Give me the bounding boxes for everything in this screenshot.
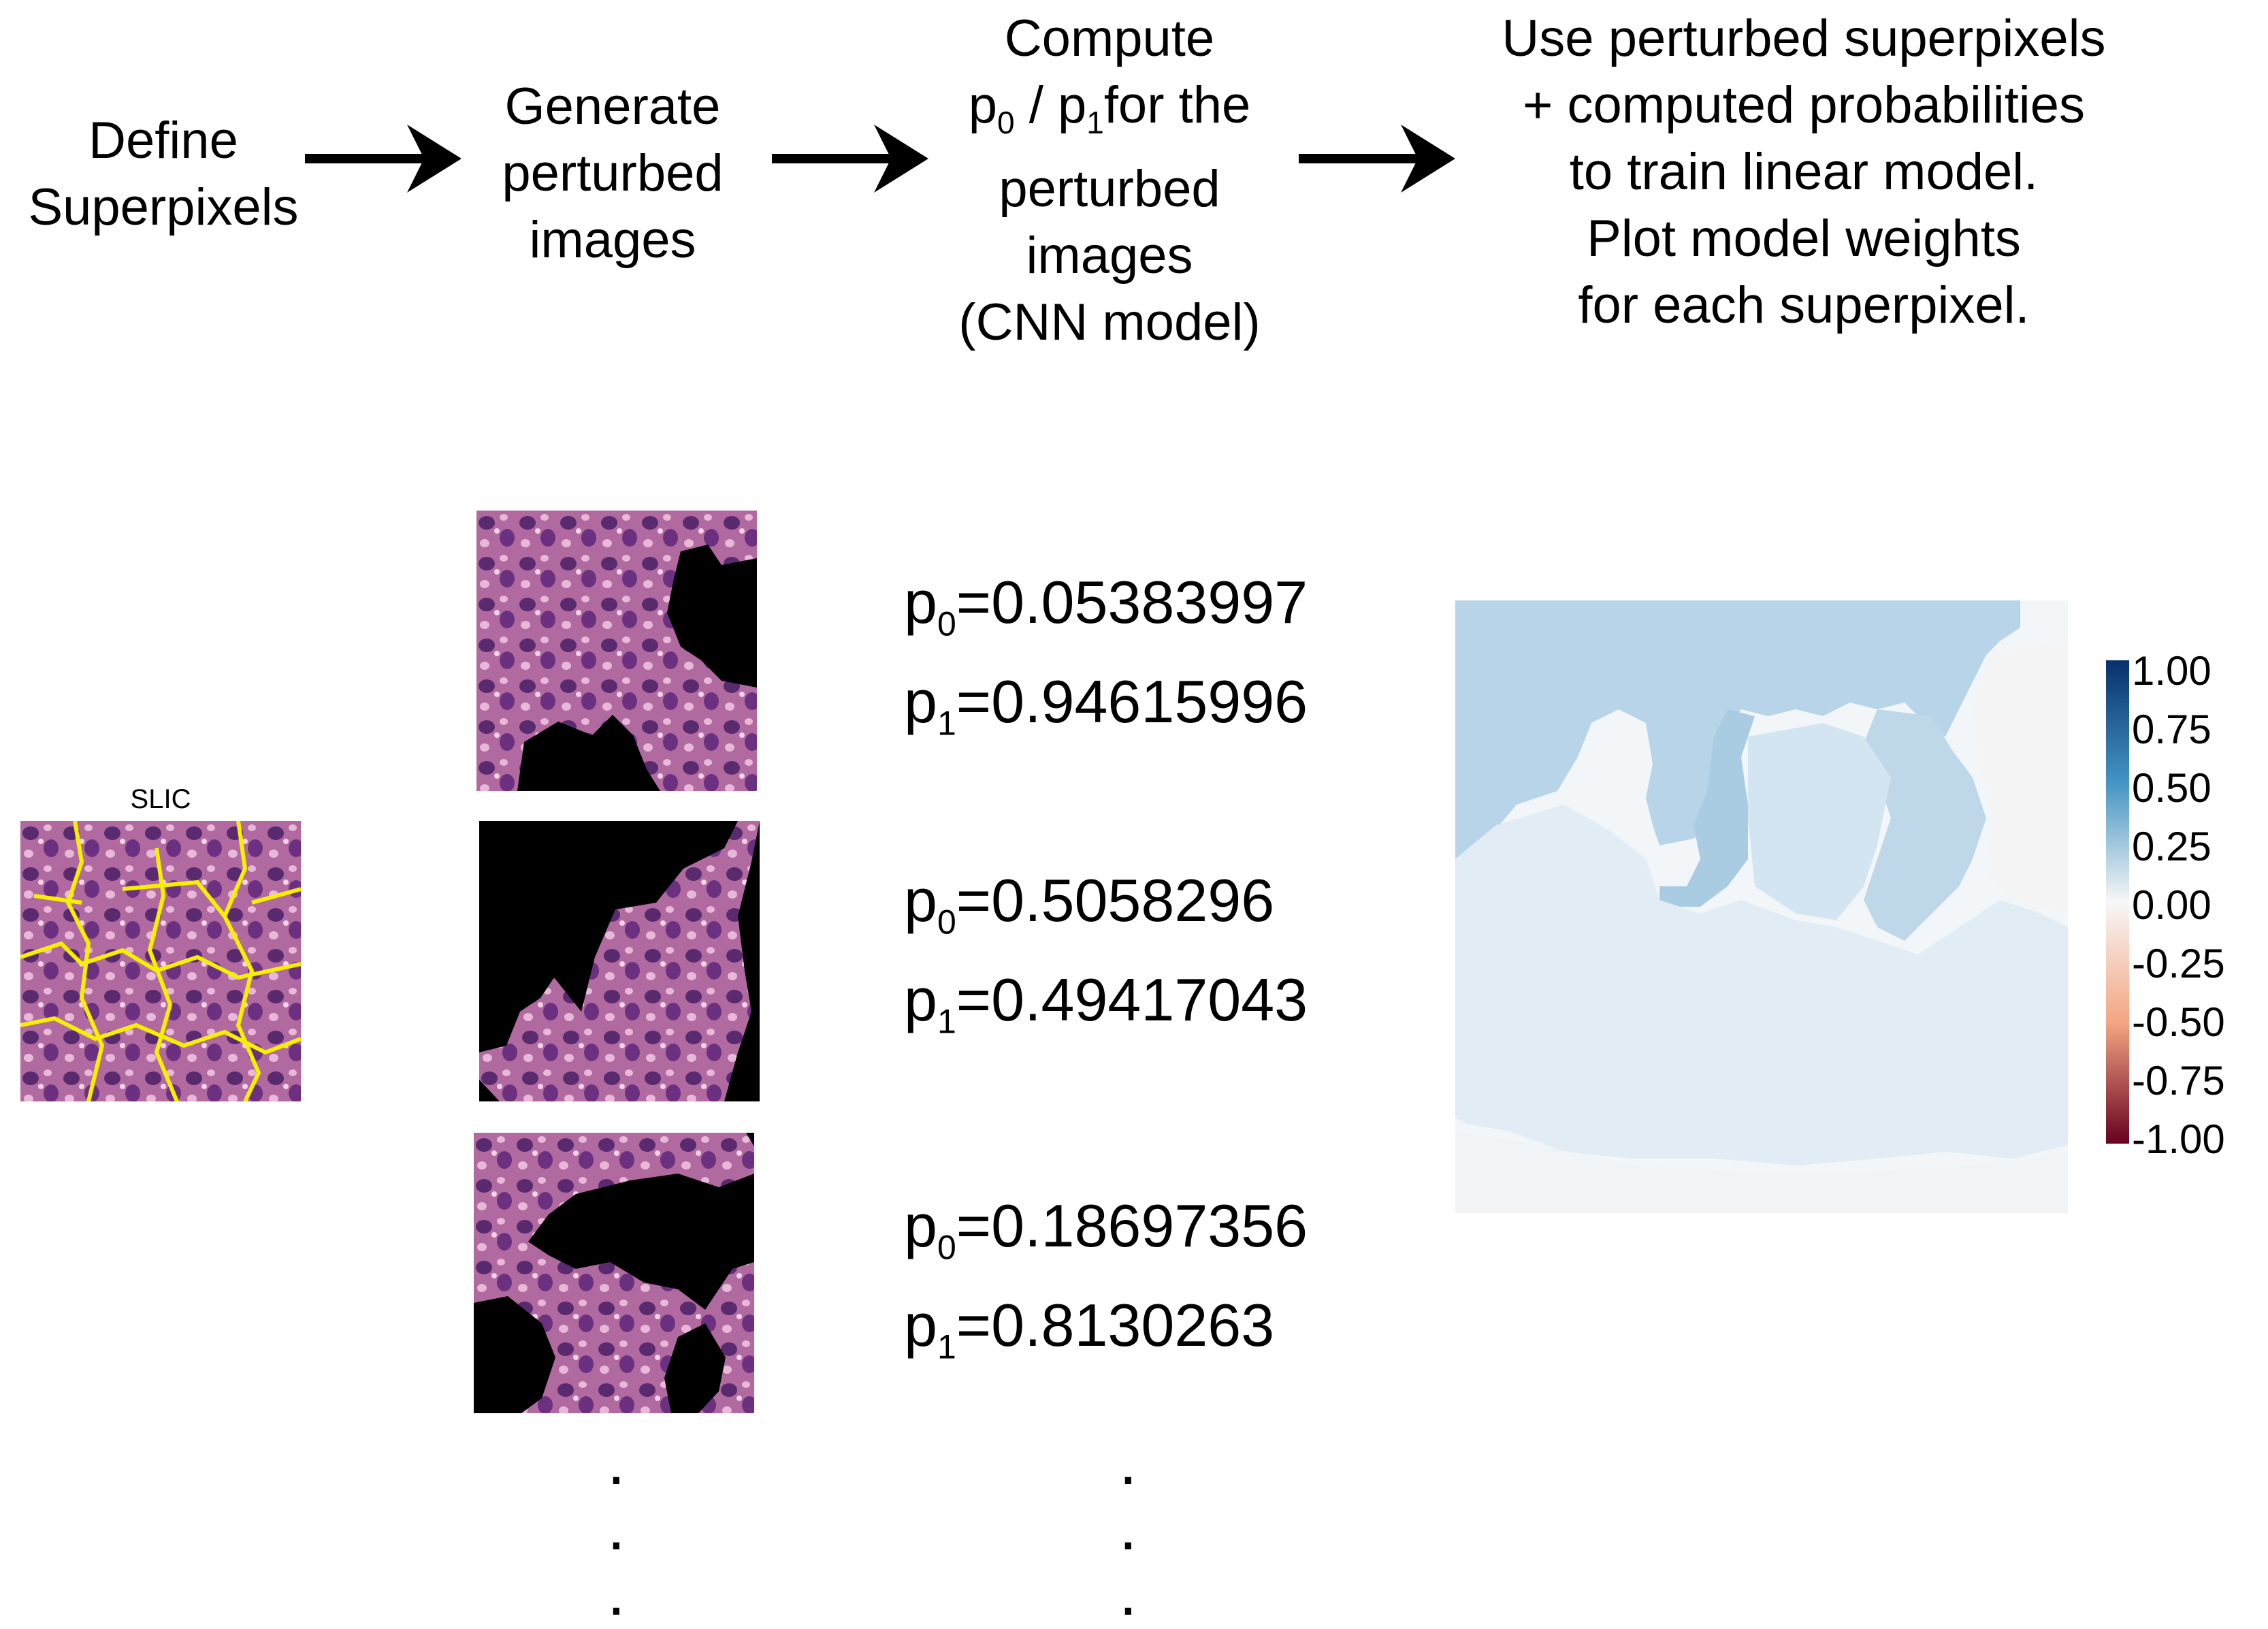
colorbar-tick: 0.75 (2132, 707, 2212, 752)
colorbar (2106, 660, 2129, 1144)
p0-value: =0.5058296 (956, 867, 1275, 934)
p1-value: =0.8130263 (956, 1291, 1275, 1359)
dot: . (1119, 1491, 1137, 1564)
colorbar-tick: 0.25 (2132, 824, 2212, 869)
dot: . (607, 1556, 626, 1629)
colorbar-tick: 0.00 (2132, 882, 2212, 928)
p-symbol: p (904, 667, 937, 735)
p1-line: p1=0.94615996 (904, 663, 1308, 762)
step-line: Compute (1004, 10, 1215, 67)
step-line: images (1026, 227, 1193, 285)
p-symbol: p (904, 965, 937, 1033)
p1-value: =0.49417043 (956, 965, 1308, 1033)
dot: . (607, 1425, 626, 1498)
step-define-superpixels: Define Superpixels (7, 108, 320, 241)
probabilities-1: p0=0.05383997 p1=0.94615996 (904, 564, 1308, 762)
step-line: + computed probabilities (1523, 76, 2085, 134)
model-weights-heatmap (1455, 600, 2068, 1213)
probabilities-3: p0=0.18697356 p1=0.8130263 (904, 1187, 1308, 1385)
p1-line: p1=0.49417043 (904, 961, 1308, 1061)
p1-line: p1=0.8130263 (904, 1287, 1308, 1386)
p-symbol: p (904, 1291, 937, 1359)
probabilities-2: p0=0.5058296 p1=0.49417043 (904, 862, 1308, 1060)
step-line: Use perturbed superpixels (1502, 10, 2106, 67)
step-line: perturbed (502, 144, 724, 202)
p-symbol: p (904, 867, 937, 934)
p0-value: =0.18697356 (956, 1192, 1308, 1259)
subscript: 0 (937, 604, 956, 643)
arrow-right-icon (772, 125, 928, 193)
for-the-text: for the (1103, 76, 1251, 134)
slic-title: SLIC (130, 784, 191, 814)
step-compute-probabilities: Compute p0 / p1for the perturbed images … (919, 5, 1300, 356)
colorbar-tick: 1.00 (2132, 648, 2212, 694)
step-line: Generate (504, 78, 721, 135)
step-line: to train linear model. (1569, 143, 2039, 201)
dot: . (1119, 1425, 1137, 1498)
step-line-p0p1: p0 / p1for the (919, 72, 1300, 156)
subscript: 1 (937, 704, 956, 743)
perturbed-image-1 (476, 511, 757, 791)
step-train-linear-model: Use perturbed superpixels + computed pro… (1436, 5, 2171, 339)
subscript: 1 (937, 1327, 956, 1366)
perturbed-image-3 (474, 1133, 754, 1413)
step-generate-perturbed: Generate perturbed images (463, 74, 762, 274)
p0-value: =0.05383997 (956, 568, 1308, 636)
arrow-right-icon (305, 125, 461, 193)
colorbar-tick: -0.50 (2132, 999, 2225, 1045)
arrow-right-icon (1299, 125, 1455, 193)
step-line: perturbed (999, 160, 1220, 219)
ellipsis-images: . . . (607, 1430, 626, 1626)
subscript: 1 (937, 1002, 956, 1041)
colorbar-tick: -0.25 (2132, 941, 2225, 986)
step-line: Superpixels (28, 178, 299, 236)
step-line: (CNN model) (958, 293, 1261, 352)
dot: . (1119, 1556, 1137, 1629)
subscript: 0 (937, 903, 956, 941)
colorbar-tick: -1.00 (2132, 1116, 2225, 1162)
p0-line: p0=0.5058296 (904, 862, 1308, 961)
dot: . (607, 1491, 626, 1564)
subscript: 1 (1086, 105, 1104, 141)
p0-line: p0=0.05383997 (904, 564, 1308, 663)
ellipsis-probabilities: . . . (1119, 1430, 1137, 1626)
subscript: 0 (997, 105, 1015, 141)
separator-text: / p (1014, 76, 1087, 134)
p0-line: p0=0.18697356 (904, 1187, 1308, 1287)
p-symbol: p (904, 1192, 937, 1259)
p1-value: =0.94615996 (956, 667, 1308, 735)
p-symbol: p (968, 76, 997, 134)
step-line: for each superpixel. (1578, 276, 2030, 334)
p-symbol: p (904, 568, 937, 636)
step-line: Plot model weights (1587, 210, 2021, 268)
colorbar-tick: -0.75 (2132, 1058, 2225, 1103)
subscript: 0 (937, 1228, 956, 1267)
perturbed-image-2 (479, 821, 760, 1101)
colorbar-tick: 0.50 (2132, 765, 2212, 811)
step-line: images (529, 211, 696, 269)
slic-superpixel-image (20, 821, 301, 1101)
step-line: Define (88, 112, 238, 170)
